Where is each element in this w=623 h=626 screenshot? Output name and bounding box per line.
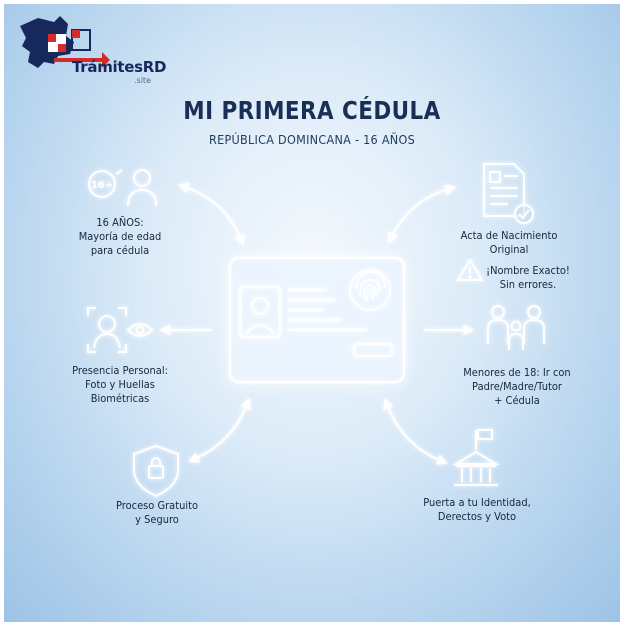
- label-free: Proceso Gratuito y Seguro: [115, 500, 199, 526]
- fingerprint-icon: [349, 269, 391, 311]
- arrow-age: [177, 182, 245, 247]
- label-age: 16 AÑOS: Mayoría de edad para cédula: [78, 217, 162, 257]
- logo-brand: TrámitesRD: [72, 58, 167, 76]
- diagram-art: 16+: [87, 163, 545, 498]
- logo-site: .site: [134, 76, 151, 85]
- card-text-lines: [287, 288, 368, 332]
- label-rights: Puerta a tu Identidad, Derectos y Voto: [423, 497, 531, 523]
- page-subtitle: REPÚBLICA DOMINCANA - 16 AÑOS: [208, 132, 416, 147]
- age-16-person-icon: [88, 169, 157, 207]
- warning-icon: [456, 258, 484, 281]
- logo: TrámitesRD .site: [14, 12, 167, 85]
- id-card: [226, 256, 406, 384]
- label-presence: Presencia Personal: Foto y Huellas Biomé…: [72, 365, 168, 405]
- infographic: TrámitesRD .site MI PRIMERA CÉDULA REPÚB…: [4, 4, 620, 622]
- family-icon: [487, 305, 545, 350]
- card-photo-icon: [238, 285, 282, 339]
- arrow-birth: [387, 184, 457, 245]
- card-chip: [352, 342, 394, 358]
- age-badge-text: 16+: [91, 180, 113, 191]
- connector-arrows: [159, 182, 475, 465]
- label-warning: ¡Nombre Exacto! Sin errores.: [486, 265, 570, 291]
- label-birth-certificate: Acta de Nacimiento Original: [460, 230, 558, 256]
- arrow-rights: [383, 397, 449, 465]
- page-title: MI PRIMERA CÉDULA: [183, 96, 441, 125]
- birth-certificate-icon: [483, 163, 534, 224]
- face-scan-eye-icon: [87, 307, 154, 353]
- government-building-icon: [452, 429, 500, 486]
- label-minors: Menores de 18: Ir con Padre/Madre/Tutor …: [463, 367, 571, 407]
- shield-lock-icon: [133, 444, 179, 498]
- dominican-map-logo-icon: [20, 16, 110, 68]
- arrow-free: [187, 397, 251, 463]
